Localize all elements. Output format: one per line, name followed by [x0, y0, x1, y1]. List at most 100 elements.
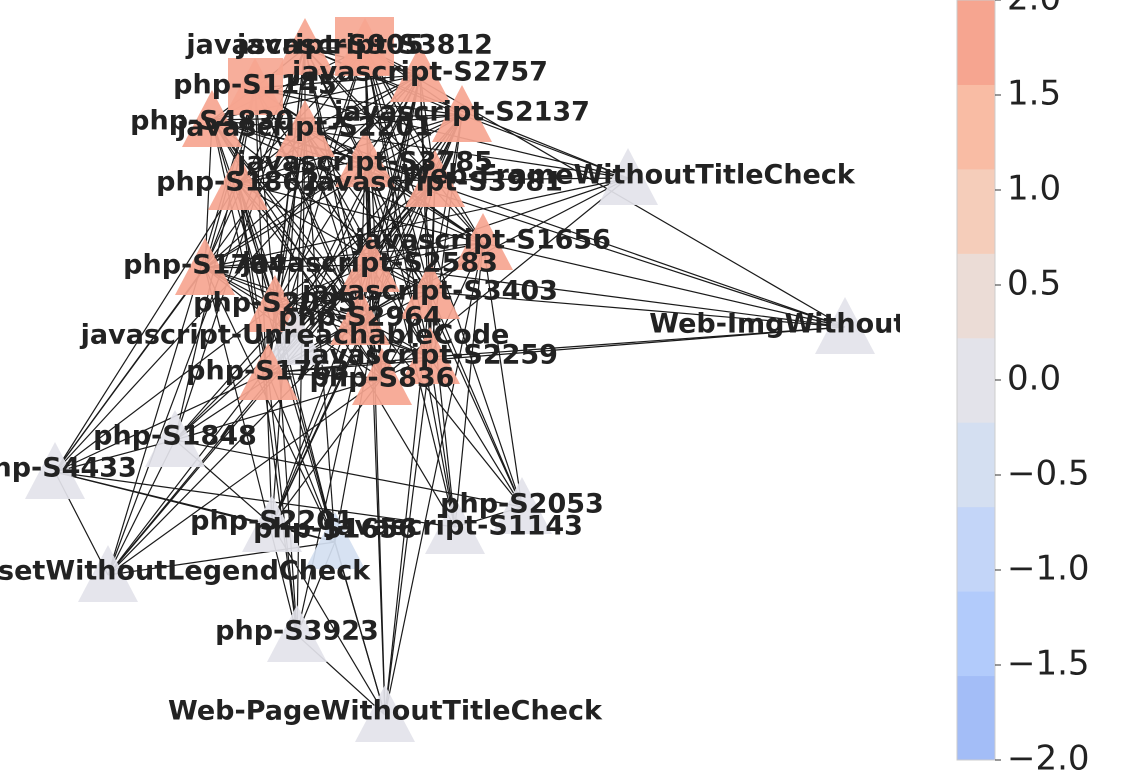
graph-edge — [237, 114, 463, 184]
node-label-javascript-UnreachableCode: javascript-UnreachableCode — [80, 320, 510, 351]
node-label-php-S2964: php-S2964 — [278, 302, 442, 333]
node-label-php-S3923: php-S3923 — [215, 616, 379, 647]
node-label-php-S1656: php-S1656 — [253, 514, 417, 545]
graph-node-javascript-S3981 — [405, 150, 465, 207]
graph-edge — [294, 129, 306, 339]
graph-edge — [204, 74, 421, 269]
colorbar-tick-label: 0.0 — [1007, 359, 1061, 399]
node-label-javascript-S2583: javascript-S2583 — [241, 248, 498, 279]
node-label-php-S1763: php-S1763 — [186, 356, 350, 387]
node-label-javascript-S3785: javascript-S3785 — [236, 147, 493, 178]
graph-edge — [267, 372, 298, 636]
graph-node-php-S1656 — [305, 512, 365, 569]
graph-edge — [237, 182, 431, 293]
graph-edge — [107, 47, 306, 576]
graph-edge — [204, 267, 298, 636]
graph-node-Web-PageWithoutTitleCheck — [355, 685, 415, 742]
colorbar-tick-label: 1.0 — [1007, 169, 1061, 209]
node-label-javascript-S3812: javascript-S3812 — [236, 30, 493, 61]
graph-node-javascript-UnreachableCode — [265, 308, 325, 365]
graph-node-php-S4433 — [25, 442, 85, 499]
graph-edge — [211, 119, 361, 319]
graph-edge — [107, 264, 371, 576]
colorbar-tick-label: −1.0 — [1007, 549, 1090, 589]
graph-edge — [204, 267, 336, 543]
graph-edge — [429, 291, 846, 328]
graph-edge — [204, 177, 629, 269]
node-label-Web-FieldsetWithoutLegendCheck: Web-FieldsetWithoutLegendCheck — [0, 556, 371, 587]
nodes-layer — [25, 17, 875, 742]
colorbar-segment — [957, 253, 995, 339]
graph-edge — [54, 372, 269, 473]
graph-edge — [461, 114, 629, 179]
node-label-php-S2053: php-S2053 — [440, 489, 604, 520]
graph-edge — [237, 182, 383, 379]
node-label-Web-ImgWithoutAltCheck: Web-ImgWithoutAltCheck — [649, 309, 1041, 340]
colorbar-segment — [957, 337, 995, 423]
graph-edge — [54, 471, 273, 526]
graph-edge — [364, 47, 523, 508]
graph-node-Web-ImgWithoutAltCheck — [815, 297, 875, 354]
graph-edge — [384, 356, 431, 716]
graph-node-javascript-S905 — [275, 18, 335, 75]
graph-edge — [54, 471, 456, 528]
node-label-php-S1848: php-S1848 — [93, 421, 257, 452]
graph-edge — [54, 439, 176, 473]
node-label-php-S1145: php-S1145 — [173, 70, 337, 101]
colorbar-segment — [957, 84, 995, 170]
node-label-javascript-S3403: javascript-S3403 — [301, 276, 558, 307]
graph-edge — [296, 74, 421, 636]
colorbar-segment — [957, 675, 995, 761]
node-label-javascript-S905: javascript-S905 — [185, 30, 423, 61]
graph-edge — [274, 291, 431, 306]
colorbar-tick-label: 1.5 — [1007, 74, 1061, 114]
graph-node-javascript-S1143 — [425, 497, 485, 554]
colorbar-tick-label: −0.5 — [1007, 454, 1090, 494]
graph-edge — [237, 182, 484, 244]
colorbar-tick-label: 2.0 — [1007, 0, 1061, 19]
graph-edge — [174, 114, 463, 441]
graph-node-php-S836 — [352, 348, 412, 405]
graph-edge — [429, 291, 523, 508]
graph-node-javascript-S2201 — [275, 100, 335, 157]
graph-edge — [204, 242, 484, 269]
colorbar-segment — [957, 0, 995, 85]
graph-edge — [334, 541, 386, 716]
node-label-Web-FrameWithoutTitleCheck: Web-FrameWithoutTitleCheck — [401, 160, 856, 191]
graph-node-php-S2964 — [330, 288, 390, 345]
graph-edge — [271, 524, 386, 716]
graph-edge — [304, 129, 629, 179]
node-label-php-S4830: php-S4830 — [130, 106, 294, 137]
graph-node-php-S1763 — [238, 343, 298, 400]
graph-node-javascript-S3403 — [400, 262, 460, 319]
graph-edge — [254, 87, 463, 116]
graph-edge — [369, 242, 484, 266]
graph-edge — [482, 242, 523, 508]
graph-edge — [211, 114, 463, 121]
node-label-Web-PageWithoutTitleCheck: Web-PageWithoutTitleCheck — [168, 696, 603, 727]
colorbar-tick-label: −1.5 — [1007, 644, 1090, 684]
graph-node-Web-FieldsetWithoutLegendCheck — [78, 545, 138, 602]
node-label-php-S4433: php-S4433 — [0, 453, 137, 484]
graph-edge — [429, 291, 456, 528]
colorbar-tick-label: −2.0 — [1007, 739, 1090, 779]
graph-edge — [237, 179, 436, 184]
graph-edge — [369, 177, 629, 266]
graph-edge — [204, 159, 366, 269]
graph-node-javascript-S2757 — [390, 45, 450, 102]
graph-edge — [334, 74, 421, 543]
graph-edge — [482, 242, 846, 328]
graph-edge — [304, 129, 336, 543]
graph-node-javascript-S3812 — [335, 18, 395, 75]
graph-node-php-S1145 — [225, 58, 285, 115]
graph-edge — [267, 372, 383, 379]
graph-node-javascript-S2583 — [340, 235, 400, 292]
graph-node-javascript-S2137 — [432, 85, 492, 142]
graph-edge — [384, 242, 484, 716]
graph-edge — [304, 114, 463, 131]
graph-edge — [454, 242, 484, 528]
node-label-javascript-S2201: javascript-S2201 — [176, 112, 433, 143]
graph-edge — [54, 182, 239, 473]
